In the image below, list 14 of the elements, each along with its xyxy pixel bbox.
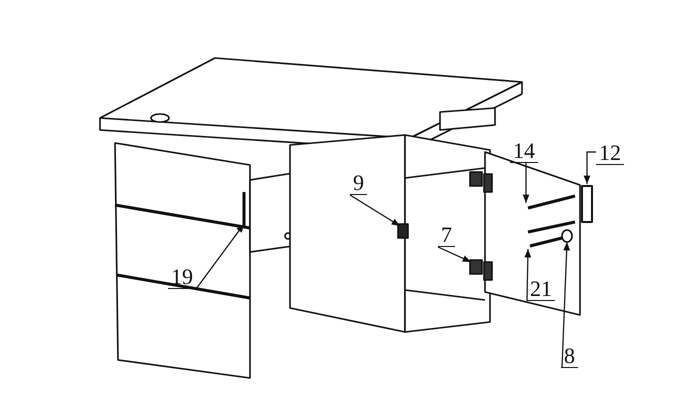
callout-number: 9 — [350, 172, 367, 195]
leader-line — [584, 151, 596, 184]
callout-number: 12 — [596, 142, 624, 165]
callout-number: 8 — [561, 345, 578, 368]
leader-line — [350, 194, 400, 226]
leader-line — [522, 163, 530, 203]
callout-number: 21 — [527, 278, 555, 301]
callout-number: 14 — [510, 140, 538, 163]
leader-line — [524, 248, 532, 302]
leader-line — [438, 246, 472, 263]
callout-number: 19 — [168, 266, 196, 289]
callout-number: 7 — [438, 224, 455, 247]
leader-line — [561, 242, 570, 368]
leader-line — [196, 224, 244, 290]
